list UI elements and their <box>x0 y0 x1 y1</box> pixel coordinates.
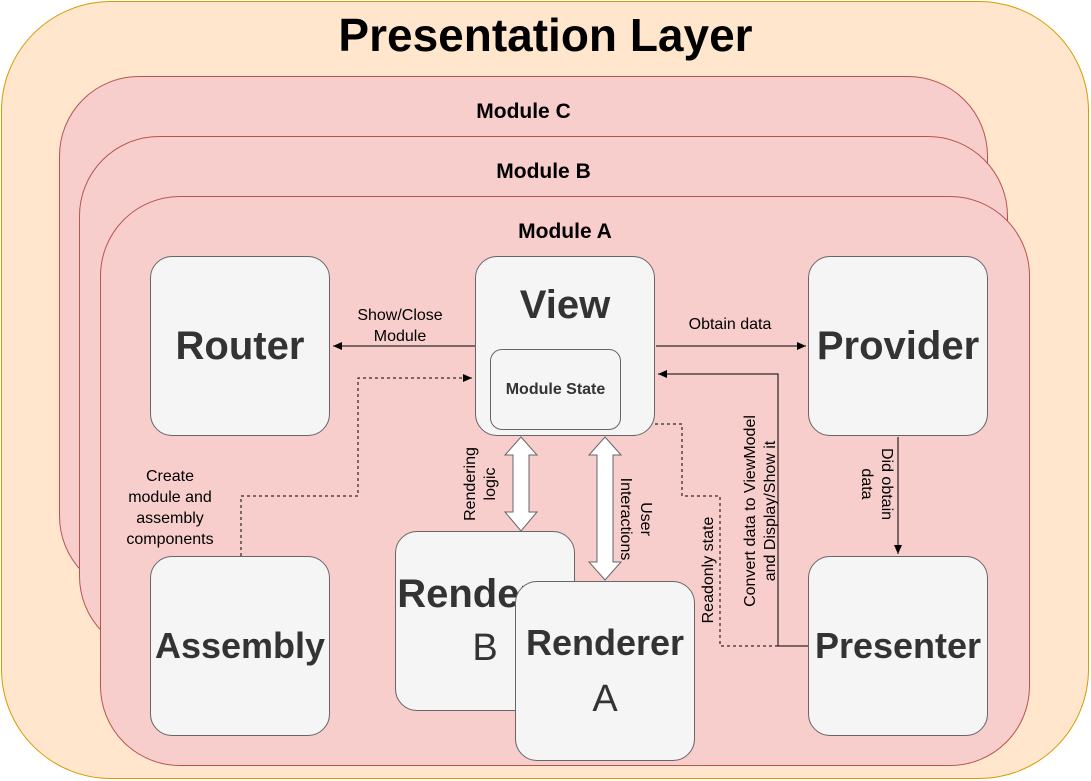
module-a-title: Module A <box>518 220 612 243</box>
renderer-a-name: Renderer <box>525 621 685 663</box>
provider-box[interactable]: Provider <box>808 256 988 436</box>
edge-label-show-close: Show/Close Module <box>357 307 443 345</box>
edge-label-obtain-data: Obtain data <box>688 316 772 333</box>
module-b-title: Module B <box>496 160 591 183</box>
edge-label-rendering-logic: Rendering logic <box>462 447 499 521</box>
edge-label-did-obtain-data: Did obtain data <box>858 447 895 521</box>
edge-assembly-to-view <box>240 374 472 556</box>
module-c-title: Module C <box>476 100 571 123</box>
renderer-b-suffix: B <box>472 627 498 669</box>
edge-label-user-interactions: User Interactions <box>617 477 654 561</box>
edge-rendering-logic-arrow <box>503 436 539 532</box>
edge-user-interactions-arrow <box>587 436 623 581</box>
edge-label-convert-data: Convert data to ViewModel and Display/Sh… <box>742 415 779 607</box>
module-state-box[interactable]: Module State <box>490 349 621 430</box>
assembly-box[interactable]: Assembly <box>150 556 330 736</box>
edge-label-readonly-state: Readonly state <box>700 516 717 624</box>
edge-presenter-readonly-state <box>624 420 808 647</box>
router-box[interactable]: Router <box>150 256 330 436</box>
presentation-layer-title: Presentation Layer <box>338 9 753 61</box>
presenter-box[interactable]: Presenter <box>808 556 988 736</box>
renderer-a-box[interactable]: Renderer A <box>515 581 695 761</box>
renderer-a-suffix: A <box>592 677 618 720</box>
edge-label-create-components: Create module and assembly components <box>126 468 214 548</box>
view-label: View <box>519 283 611 327</box>
